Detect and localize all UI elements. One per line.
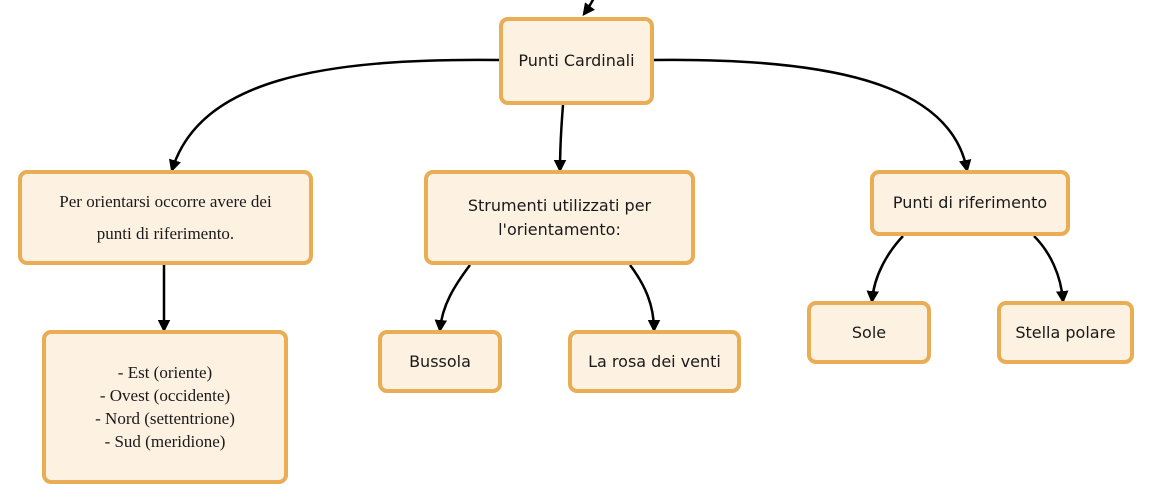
- direction-item: - Ovest (occidente): [99, 386, 231, 405]
- node-sole[interactable]: Sole: [807, 301, 931, 364]
- node-per-orientarsi-text: Per orientarsi occorre avere dei punti d…: [59, 186, 271, 250]
- edge-root-to-orient: [169, 58, 500, 173]
- node-punti-cardinali[interactable]: Punti Cardinali: [499, 17, 654, 105]
- edge-root-to-riferimento: [653, 58, 972, 173]
- node-punti-cardinali-label: Punti Cardinali: [518, 51, 635, 70]
- node-strumenti-text: Strumenti utilizzati per l'orientamento:: [468, 194, 651, 242]
- node-stella-polare-label: Stella polare: [1015, 322, 1116, 342]
- node-punti-di-riferimento-label: Punti di riferimento: [892, 193, 1048, 212]
- node-bussola-label: Bussola: [409, 351, 471, 371]
- node-per-orientarsi[interactable]: Per orientarsi occorre avere dei punti d…: [18, 170, 313, 265]
- node-directions-text: - Est (oriente) - Ovest (occidente) - No…: [95, 361, 235, 453]
- node-bussola[interactable]: Bussola: [378, 330, 502, 393]
- node-per-orientarsi-line: Per orientarsi occorre avere dei: [59, 191, 272, 211]
- edge-strumenti-to-bussola: [434, 264, 472, 333]
- edge-riferimento-to-sole: [866, 235, 904, 304]
- edge-riferimento-to-stella: [1033, 235, 1069, 304]
- node-strumenti-line: Strumenti utilizzati per: [467, 195, 652, 215]
- node-rosa-dei-venti-label: La rosa dei venti: [588, 351, 721, 371]
- edge-strumenti-to-rosa: [628, 264, 661, 333]
- node-stella-polare[interactable]: Stella polare: [997, 301, 1134, 364]
- edge-root-to-strumenti: [553, 104, 567, 173]
- node-strumenti[interactable]: Strumenti utilizzati per l'orientamento:: [424, 170, 695, 265]
- node-rosa-dei-venti[interactable]: La rosa dei venti: [568, 330, 741, 393]
- node-strumenti-line: l'orientamento:: [498, 219, 621, 239]
- edge-incoming-root: [582, 0, 595, 17]
- direction-item: - Est (oriente): [117, 363, 213, 382]
- direction-item: - Sud (meridione): [104, 432, 226, 451]
- node-sole-label: Sole: [851, 322, 887, 342]
- direction-item: - Nord (settentrione): [95, 409, 235, 428]
- node-per-orientarsi-line: punti di riferimento.: [96, 223, 235, 243]
- node-directions[interactable]: - Est (oriente) - Ovest (occidente) - No…: [42, 330, 288, 484]
- node-punti-di-riferimento[interactable]: Punti di riferimento: [870, 170, 1070, 236]
